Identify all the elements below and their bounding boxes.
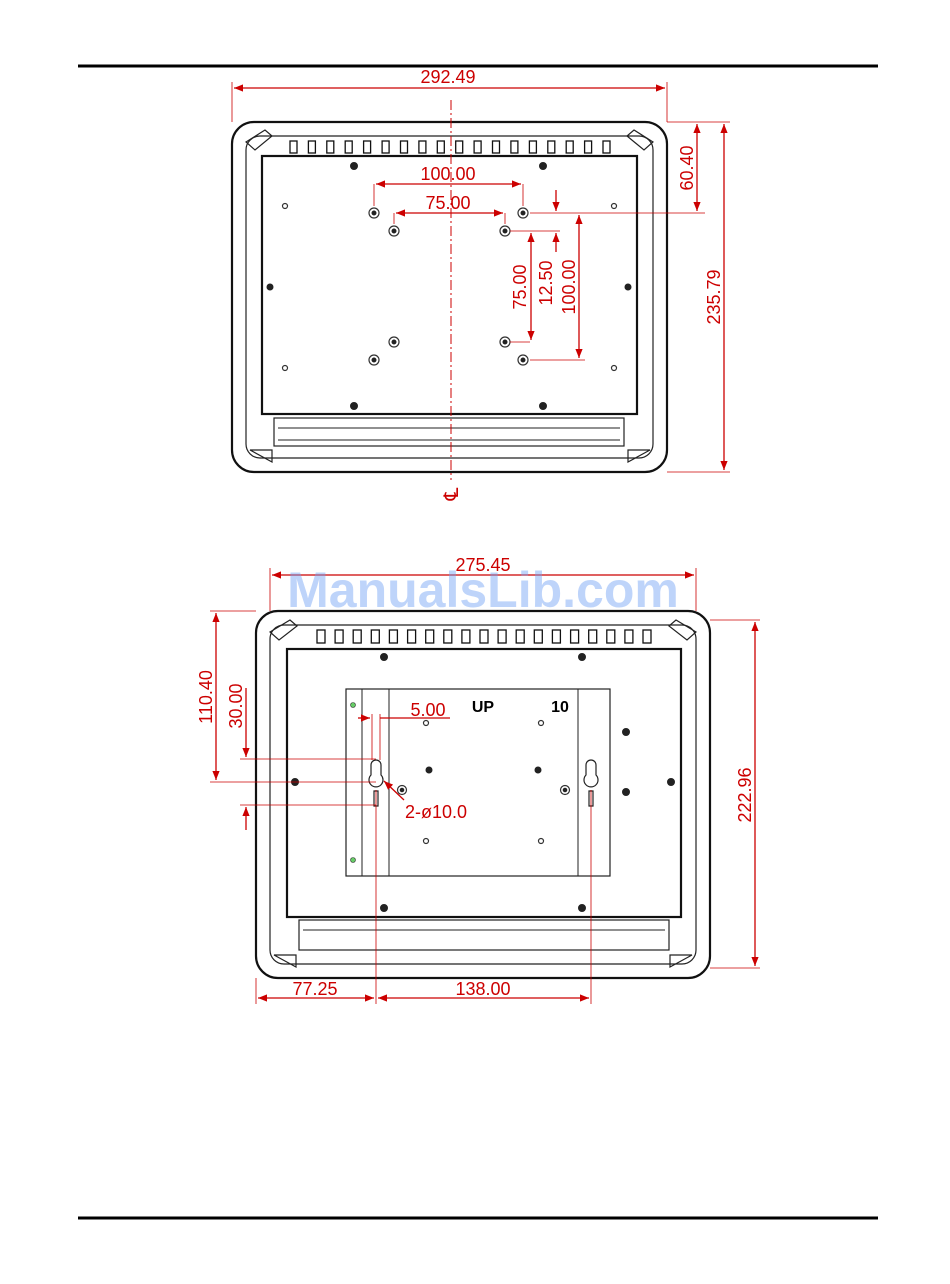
- vent-slot: [308, 141, 315, 153]
- vent-slot: [437, 141, 444, 153]
- vent-slot: [444, 630, 452, 643]
- vent-slot: [571, 630, 579, 643]
- bracket-up-label: UP: [472, 699, 495, 716]
- vent-slot: [643, 630, 651, 643]
- vent-slot: [548, 141, 555, 153]
- vent-slot: [290, 141, 297, 153]
- vent-slot: [419, 141, 426, 153]
- bottom-left-dim-1: 110.40: [196, 670, 216, 724]
- bottom-housing-inner: [270, 625, 696, 964]
- vent-slot: [529, 141, 536, 153]
- vent-slot: [474, 141, 481, 153]
- top-vesa-h75-dim: 75.00: [425, 193, 470, 213]
- vent-slot: [345, 141, 352, 153]
- vent-slot: [389, 630, 397, 643]
- vent-slot: [401, 141, 408, 153]
- bottom-view-drawing: UP 10: [256, 611, 710, 978]
- bottom-height-dim: 222.96: [735, 767, 755, 822]
- top-view-dimensions: 292.49 235.79 60.40 100.00 75.00 75.00 1…: [232, 67, 730, 501]
- top-bottom-rail: [274, 418, 624, 446]
- vent-slot: [480, 630, 488, 643]
- vent-slot: [511, 141, 518, 153]
- centerline-symbol: ℄: [441, 487, 463, 501]
- bottom-dim-2: 138.00: [455, 979, 510, 999]
- vent-slot: [493, 141, 500, 153]
- vent-slot: [408, 630, 416, 643]
- vent-slot: [552, 630, 560, 643]
- top-height-dim: 235.79: [704, 269, 724, 324]
- vent-slot: [327, 141, 334, 153]
- bottom-dim-1: 77.25: [292, 979, 337, 999]
- top-vesa-v100-dim: 100.00: [559, 259, 579, 314]
- top-offset-dim: 60.40: [677, 145, 697, 190]
- top-view-drawing: [232, 100, 667, 480]
- top-vent-slots: [290, 141, 610, 153]
- vent-slot: [317, 630, 325, 643]
- bottom-housing-outer: [256, 611, 710, 978]
- vent-slot: [382, 141, 389, 153]
- top-vesa-h100-dim: 100.00: [420, 164, 475, 184]
- top-vesa-offset-dim: 12.50: [536, 260, 556, 305]
- vent-slot: [589, 630, 597, 643]
- vent-slot: [566, 141, 573, 153]
- bottom-screw-holes: [292, 654, 675, 912]
- bottom-vent-slots: [317, 630, 651, 643]
- bottom-view-dimensions: 275.45 222.96 110.40 30.00 5.00 2-ø10.0 …: [196, 555, 760, 1004]
- vent-slot: [456, 141, 463, 153]
- vent-slot: [498, 630, 506, 643]
- vent-slot: [516, 630, 524, 643]
- top-vesa-holes: [369, 208, 528, 365]
- vent-slot: [371, 630, 379, 643]
- vent-slot: [353, 630, 361, 643]
- vent-slot: [426, 630, 434, 643]
- bottom-slot-dim: 5.00: [410, 700, 445, 720]
- bottom-left-dim-2: 30.00: [226, 683, 246, 728]
- vent-slot: [607, 630, 615, 643]
- vent-slot: [585, 141, 592, 153]
- top-width-dim: 292.49: [420, 67, 475, 87]
- vent-slot: [625, 630, 633, 643]
- vent-slot: [603, 141, 610, 153]
- bottom-rail: [299, 920, 669, 950]
- vent-slot: [534, 630, 542, 643]
- bracket-10-label: 10: [551, 699, 569, 716]
- watermark: ManualsLib.com: [287, 562, 679, 618]
- vent-slot: [364, 141, 371, 153]
- vent-slot: [335, 630, 343, 643]
- hole-callout: 2-ø10.0: [405, 802, 467, 822]
- top-vesa-v75-dim: 75.00: [510, 264, 530, 309]
- vent-slot: [462, 630, 470, 643]
